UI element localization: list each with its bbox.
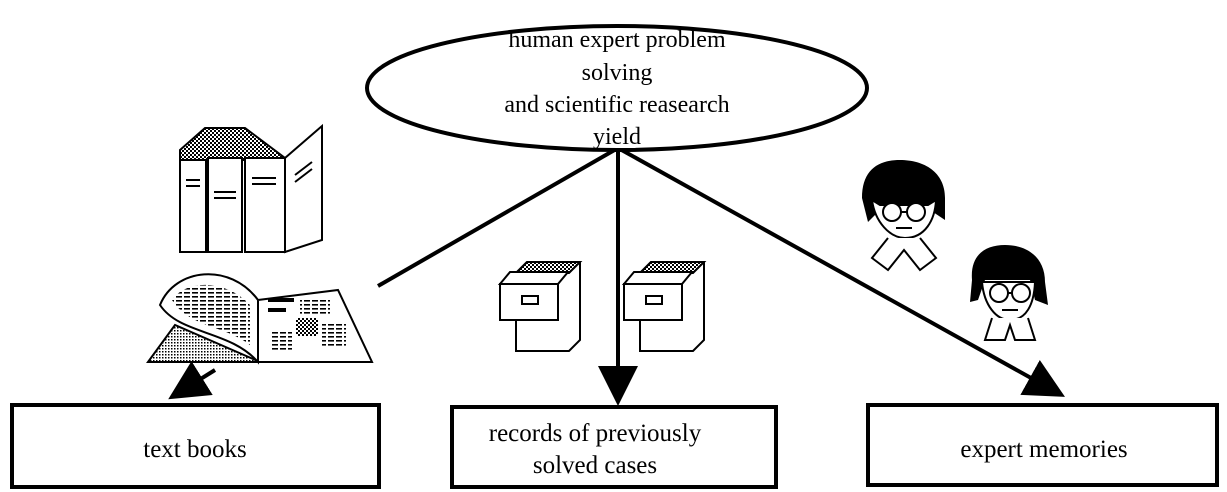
target-records-of-previously-solved-cases: records of previously solved cases: [450, 405, 778, 489]
arrow-to-expert-memories: [617, 146, 1065, 397]
file-cabinet-icon: [621, 261, 707, 352]
person-face-icon: [862, 160, 945, 272]
target-label: expert memories: [960, 436, 1127, 463]
arrow-to-text-books: [168, 361, 217, 400]
source-line-2: solving: [582, 60, 653, 86]
target-label: text books: [143, 436, 246, 463]
file-cabinet-icon: [497, 261, 583, 352]
source-line-1: human expert problem: [508, 27, 726, 53]
target-label-line-1: records of previously: [489, 420, 702, 447]
person-face-icon: [970, 245, 1048, 341]
connector-to-text-books: [377, 146, 619, 288]
book-stack-icon: [179, 123, 323, 254]
source-line-4: yield: [593, 124, 641, 150]
target-text-books: text books: [10, 403, 381, 489]
target-label-line-2: solved cases: [533, 452, 657, 479]
source-node: human expert problem solving and scienti…: [365, 24, 869, 152]
target-expert-memories: expert memories: [866, 403, 1219, 487]
open-book-icon: [146, 273, 374, 365]
source-line-3: and scientific reasearch: [504, 92, 729, 118]
